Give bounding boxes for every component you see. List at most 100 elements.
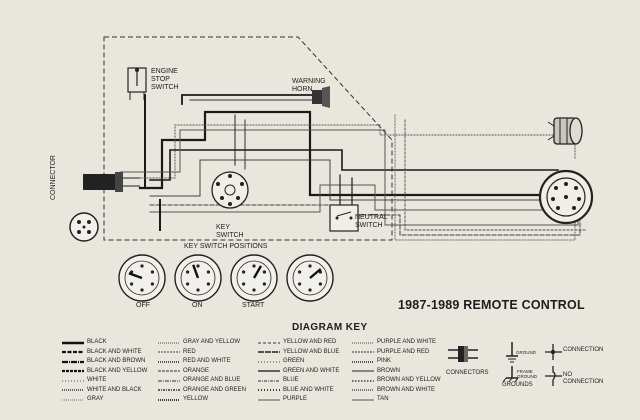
diagram-key-label: BROWN AND WHITE: [377, 386, 435, 393]
diagram-key-entry: PURPLE: [258, 395, 339, 405]
diagram-key-label: ORANGE AND GREEN: [183, 386, 247, 393]
key-position-dial: [118, 254, 166, 302]
key-position-start: START: [242, 302, 265, 309]
wire-style-swatch: [158, 380, 180, 382]
warning-horn: [312, 86, 330, 108]
diagram-key-entry: BROWN AND WHITE: [352, 386, 441, 396]
wire-style-swatch: [352, 360, 374, 363]
key-switch-label: KEY SWITCH: [216, 224, 244, 239]
engine-stop-switch-label: ENGINE STOP SWITCH: [151, 68, 179, 91]
engine-harness-plug: [538, 169, 594, 225]
diagram-key-label: RED: [183, 348, 196, 355]
neutral-switch: [329, 204, 359, 232]
wire-style-swatch: [62, 360, 84, 363]
connector: [83, 172, 140, 192]
diagram-key-entry: RED AND WHITE: [158, 357, 246, 367]
wire-style-swatch: [258, 399, 280, 401]
diagram-key-label: PURPLE: [283, 396, 308, 403]
key-switch: [211, 171, 249, 209]
remote-control-box-outline: [103, 36, 393, 241]
legend-no-connection-symbol: [545, 366, 562, 386]
diagram-key-entry: PURPLE AND RED: [352, 348, 441, 358]
wire-style-swatch: [62, 370, 84, 373]
legend-connectors-symbol: [448, 346, 478, 362]
wire-style-swatch: [62, 380, 84, 382]
diagram-key-label: BROWN AND YELLOW: [377, 377, 441, 384]
wire-style-swatch: [62, 399, 84, 401]
diagram-key-entry: BLACK AND YELLOW: [62, 367, 147, 377]
wire-style-swatch: [258, 389, 280, 392]
legend-frame-ground-label: FRAME GROUND: [517, 369, 537, 379]
legend-frame-ground-symbol: [502, 366, 519, 383]
neutral-switch-label: NEUTRAL SWITCH: [355, 214, 388, 229]
diagram-key-label: GREEN: [283, 358, 305, 365]
wire-style-swatch: [352, 389, 374, 391]
legend-connection-label: CONNECTION: [563, 347, 604, 353]
wire-style-swatch: [352, 380, 374, 382]
wire-style-swatch: [352, 370, 374, 372]
diagram-title: 1987-1989 REMOTE CONTROL: [398, 298, 585, 312]
diagram-key-label: WHITE: [87, 377, 107, 384]
key-switch-positions-label: KEY SWITCH POSITIONS: [184, 243, 268, 250]
wire-style-swatch: [158, 361, 180, 363]
wire-style-swatch: [258, 361, 280, 363]
diagram-key-entry: PINK: [352, 357, 441, 367]
wire-style-swatch: [352, 351, 374, 353]
key-position-dials: [118, 254, 334, 302]
diagram-key-label: TAN: [377, 396, 389, 403]
diagram-key-entry: YELLOW AND BLUE: [258, 348, 339, 358]
wire-style-swatch: [158, 342, 180, 344]
diagram-key-label: BLACK: [87, 339, 107, 346]
diagram-key-label: PURPLE AND RED: [377, 348, 430, 355]
wire-style-swatch: [258, 351, 280, 354]
diagram-key-entry: YELLOW AND RED: [258, 338, 339, 348]
diagram-key-entry: BLACK AND BROWN: [62, 357, 147, 367]
legend-connectors-label: CONNECTORS: [446, 370, 489, 376]
diagram-key-entry: YELLOW: [158, 395, 246, 405]
diagram-key-entry: GREEN: [258, 357, 339, 367]
wire-purple: [149, 159, 546, 201]
warning-horn-label: WARNING HORN: [292, 78, 326, 93]
diagram-key-entry: TAN: [352, 395, 441, 405]
diagram-key-entry: WHITE AND BLACK: [62, 386, 147, 396]
diagram-key-title: DIAGRAM KEY: [292, 322, 368, 333]
connector-label: CONNECTOR: [50, 155, 57, 200]
wire-gray: [119, 124, 576, 179]
wire-style-swatch: [62, 389, 84, 392]
wire-horn-feed: [181, 94, 316, 105]
legend-connection-symbol: [545, 344, 562, 360]
diagram-key-label: GRAY AND YELLOW: [183, 339, 241, 346]
wire-style-swatch: [62, 341, 84, 345]
diagram-key-label: ORANGE AND BLUE: [183, 377, 241, 384]
diagram-key-label: YELLOW AND BLUE: [283, 348, 340, 355]
diagram-key-entry: BLACK AND WHITE: [62, 348, 147, 358]
wire-style-swatch: [258, 370, 280, 373]
legend-ground-label: GROUND: [516, 350, 536, 355]
wire-style-swatch: [258, 342, 280, 344]
diagram-key-entry: BROWN: [352, 367, 441, 377]
engine-plug-side-view: [547, 117, 583, 145]
diagram-key-entry: WHITE: [62, 376, 147, 386]
wire-style-swatch: [258, 380, 280, 382]
diagram-key-label: GREEN AND WHITE: [283, 367, 340, 374]
wire-black-main-2: [149, 149, 559, 181]
diagram-key-column: YELLOW AND RED YELLOW AND BLUE GREEN GREEN …: [258, 338, 339, 405]
wire-outer-2: [404, 119, 586, 231]
diagram-key-label: BLUE: [283, 377, 299, 384]
diagram-key-label: GRAY: [87, 396, 104, 403]
diagram-key-label: RED AND WHITE: [183, 358, 231, 365]
connector-face: [69, 212, 99, 242]
key-position-off: OFF: [136, 302, 150, 309]
wire-style-swatch: [352, 399, 374, 401]
diagram-key-entry: RED: [158, 348, 246, 358]
diagram-key-entry: ORANGE AND GREEN: [158, 386, 246, 396]
diagram-key-label: PINK: [377, 358, 392, 365]
diagram-key-entry: BLUE AND WHITE: [258, 386, 339, 396]
diagram-key-label: YELLOW AND RED: [283, 339, 337, 346]
diagram-key-entry: ORANGE: [158, 367, 246, 377]
diagram-key-label: BLACK AND YELLOW: [87, 367, 148, 374]
